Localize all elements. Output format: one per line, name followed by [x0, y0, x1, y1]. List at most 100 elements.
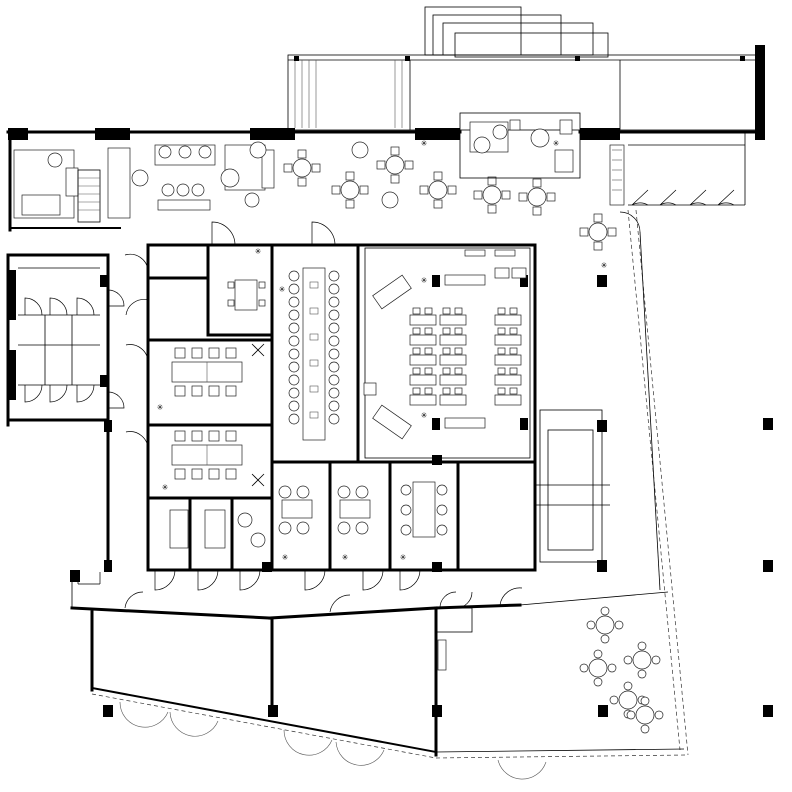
chair [593, 213, 603, 223]
cafe-tables [249, 141, 664, 734]
chair [600, 634, 610, 644]
chair [288, 296, 300, 308]
desk [494, 354, 522, 366]
chair [637, 669, 647, 679]
chair [424, 307, 433, 315]
chair [328, 387, 340, 399]
chair [288, 283, 300, 295]
chair [225, 468, 237, 480]
terrace-table [623, 641, 661, 679]
desk [439, 374, 467, 386]
chair [174, 468, 186, 480]
chair [532, 206, 542, 216]
chair [442, 387, 451, 395]
chair [509, 367, 518, 375]
marker: ✳ [162, 483, 169, 492]
chair [487, 204, 497, 214]
chair [497, 307, 506, 315]
service-core [535, 275, 610, 572]
marker: ✳ [601, 261, 608, 270]
chair [518, 192, 528, 202]
chair [607, 227, 617, 237]
table-segment [309, 307, 319, 315]
chair [191, 347, 203, 359]
cafe-table [518, 178, 556, 216]
chair [454, 347, 463, 355]
training-room [363, 247, 531, 459]
chair [328, 348, 340, 360]
chair [376, 160, 386, 170]
cafe-table [473, 176, 511, 214]
chair [454, 367, 463, 375]
table-segment [309, 411, 319, 419]
chair [283, 163, 293, 173]
chair [614, 620, 624, 630]
entrance-steps [424, 6, 609, 58]
chair [579, 227, 589, 237]
chair [288, 322, 300, 334]
chair [623, 681, 633, 691]
chair [593, 241, 603, 251]
screen-mark [251, 343, 265, 357]
chair [454, 327, 463, 335]
desk [494, 334, 522, 346]
chair [404, 160, 414, 170]
terrace-table [586, 606, 624, 644]
marker: ✳ [342, 553, 349, 562]
table-segment [309, 359, 319, 367]
chair [174, 430, 186, 442]
chair [191, 468, 203, 480]
chair [288, 335, 300, 347]
chair [640, 696, 650, 706]
chair [454, 307, 463, 315]
chair [532, 178, 542, 188]
desk [439, 394, 467, 406]
chair [288, 309, 300, 321]
chair [191, 430, 203, 442]
chair [419, 185, 429, 195]
meeting-rooms [171, 343, 265, 487]
marker: ✳ [421, 139, 428, 148]
chair [328, 413, 340, 425]
chair [412, 307, 421, 315]
corridor-west [104, 221, 336, 572]
chair [328, 335, 340, 347]
marker: ✳ [421, 276, 428, 285]
desk [494, 374, 522, 386]
chair [607, 663, 617, 673]
side-table [381, 191, 399, 209]
chair [412, 347, 421, 355]
desk [439, 334, 467, 346]
chair [328, 322, 340, 334]
table-segment [309, 281, 319, 289]
desk [409, 334, 437, 346]
chair [208, 347, 220, 359]
chair [208, 468, 220, 480]
marker: ✳ [279, 285, 286, 294]
wind-lobby [609, 132, 746, 233]
chair [442, 367, 451, 375]
chair [442, 327, 451, 335]
chair [328, 361, 340, 373]
cafe-table [376, 146, 414, 184]
chair [497, 327, 506, 335]
chair [593, 677, 603, 687]
chair [433, 171, 443, 181]
chair [191, 385, 203, 397]
desk [494, 394, 522, 406]
chair [390, 174, 400, 184]
chair [546, 192, 556, 202]
chair [424, 327, 433, 335]
marker: ✳ [255, 247, 262, 256]
chair [288, 400, 300, 412]
chair [579, 663, 589, 673]
core-walls [146, 243, 537, 572]
chair [328, 400, 340, 412]
east-facade [627, 209, 689, 756]
chair [442, 347, 451, 355]
chair [174, 347, 186, 359]
chair [328, 374, 340, 386]
chair [626, 710, 636, 720]
chair [473, 190, 483, 200]
chair [208, 430, 220, 442]
